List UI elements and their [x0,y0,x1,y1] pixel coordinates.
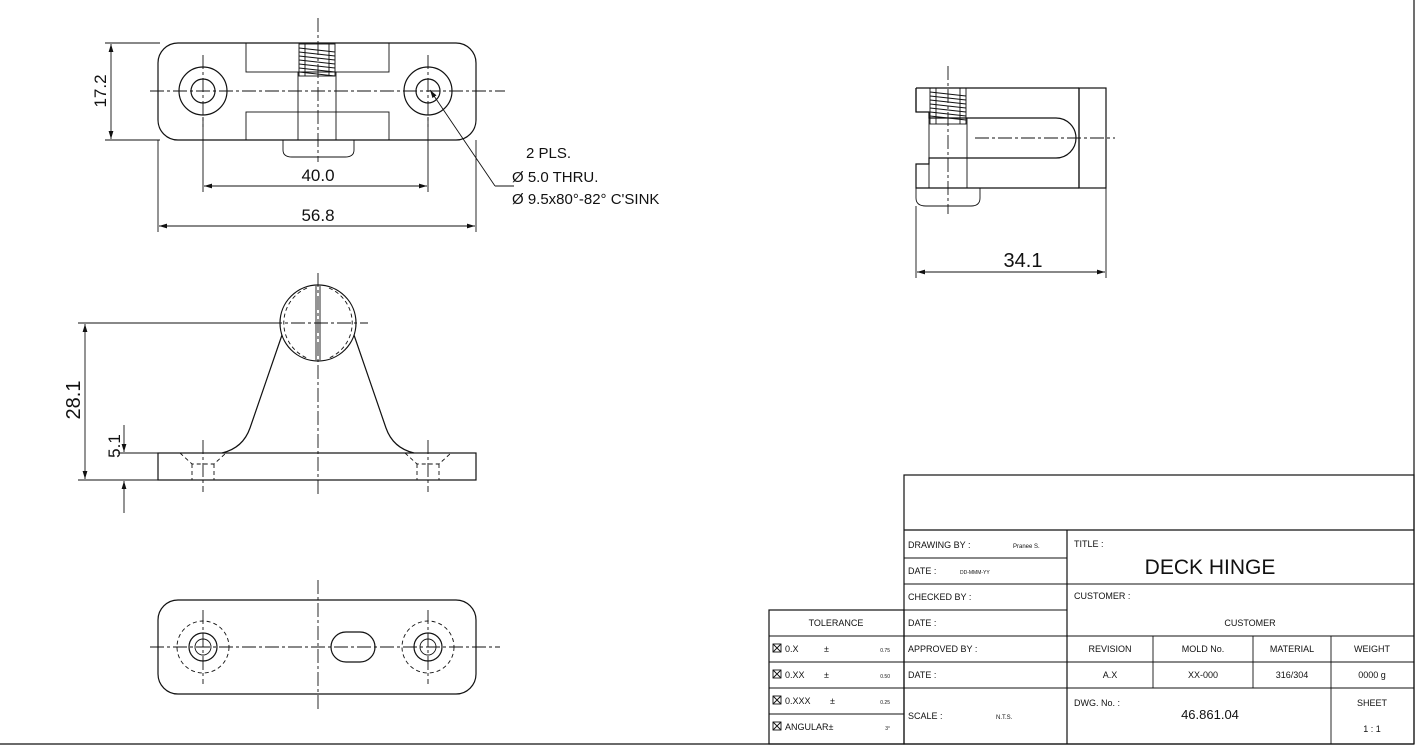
customer-label: CUSTOMER : [1074,591,1130,601]
drawing-title: DECK HINGE [1145,556,1276,579]
scale-label: SCALE : [908,711,943,721]
spring-coil-top [298,43,336,77]
customer-value: CUSTOMER [1224,618,1276,628]
revision-value: A.X [1103,670,1118,680]
dwg-no-value: 46.861.04 [1181,707,1239,722]
dwg-no-label: DWG. No. : [1074,698,1120,708]
countersink-section-left [179,452,227,480]
tolerance-checkbox-icon [772,669,782,679]
tolerance-row-value: 0.25 [880,700,890,706]
side-view: 34.1 [915,66,1115,278]
dim-top-height: 17.2 [91,74,110,107]
dim-hole-spacing: 40.0 [301,166,334,185]
tolerance-row-sign: ± [830,696,835,706]
revision-label: REVISION [1088,644,1131,654]
title-block: DRAWING BY : Pranee S. DATE : DD-MMM-YY … [903,474,1415,745]
tolerance-checkbox-icon [772,695,782,705]
dim-overall-length: 56.8 [301,206,334,225]
weight-label: WEIGHT [1354,644,1390,654]
tolerance-checkbox-icon [772,721,782,731]
drawing-by-label: DRAWING BY : [908,540,971,550]
approved-by-label: APPROVED BY : [908,644,977,654]
tolerance-row-value: 0.50 [880,674,890,680]
material-value: 316/304 [1276,670,1309,680]
tolerance-checkbox-icon [772,643,782,653]
dim-base-thickness: 5.1 [105,434,124,458]
date3-label: DATE : [908,670,936,680]
tolerance-row-label: 0.XX [785,670,805,680]
scale-value: N.T.S. [996,715,1013,721]
tolerance-row-sign: ± [824,670,829,680]
title-label: TITLE : [1074,539,1104,549]
tolerance-row-value: 3° [885,726,890,732]
tolerance-block: TOLERANCE [768,609,905,745]
drawing-by-value: Pranee S. [1013,544,1040,550]
note-qty: 2 PLS. [526,145,571,162]
material-label: MATERIAL [1270,644,1314,654]
tolerance-row-value: 0.75 [880,648,890,654]
checked-by-label: CHECKED BY : [908,592,971,602]
dim-side-depth: 34.1 [1004,250,1043,272]
front-view: 28.1 5.1 [63,273,477,513]
mold-label: MOLD No. [1182,644,1225,654]
date2-label: DATE : [908,618,936,628]
date1-label: DATE : [908,566,936,576]
tolerance-row-sign: ± [824,644,829,654]
sheet-value: 1 : 1 [1363,724,1381,734]
mold-value: XX-000 [1188,670,1218,680]
countersink-section-right [404,452,452,480]
tolerance-row-label: 0.X [785,644,799,654]
note-csink: Ø 9.5x80°-82° C'SINK [512,191,659,208]
date1-value: DD-MMM-YY [960,570,990,576]
tolerance-row-label: 0.XXX [785,696,811,706]
dim-front-height: 28.1 [63,381,85,420]
note-thru: Ø 5.0 THRU. [512,169,598,186]
tolerance-row-label: ANGULAR± [785,722,834,732]
sheet-label: SHEET [1357,698,1388,708]
top-view: 17.2 40.0 56.8 2 PLS. Ø 5.0 THRU. Ø 9.5x… [91,18,659,232]
weight-value: 0000 g [1358,670,1386,680]
tolerance-header: TOLERANCE [809,618,864,628]
bottom-view [150,580,500,710]
